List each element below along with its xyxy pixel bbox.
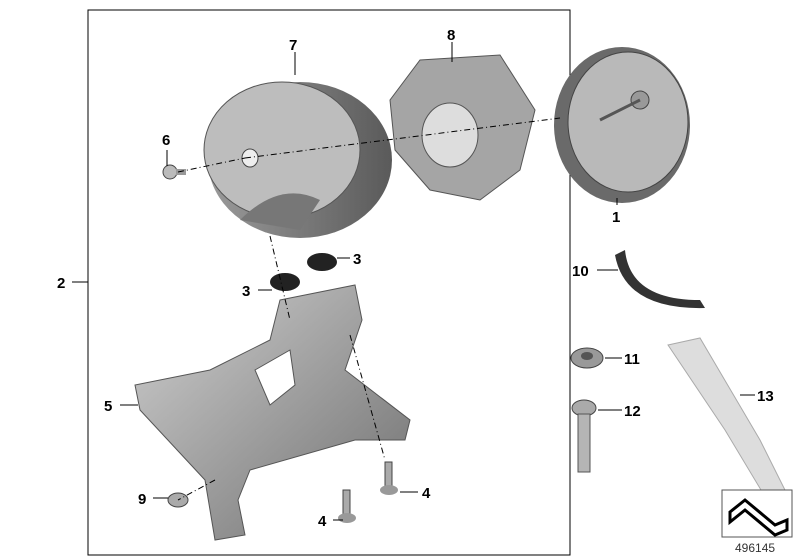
leader-lines [120, 42, 755, 521]
callout-8[interactable]: 8 [447, 27, 455, 44]
callout-9[interactable]: 9 [138, 491, 146, 508]
callout-4a[interactable]: 4 [422, 485, 431, 502]
part-1-instrument[interactable] [554, 47, 690, 203]
part-12-bolt[interactable] [571, 399, 597, 473]
callout-5[interactable]: 5 [104, 398, 112, 415]
callout-1[interactable]: 1 [612, 209, 620, 226]
callout-10[interactable]: 10 [572, 263, 589, 280]
reference-number: 496145 [735, 541, 775, 555]
callout-2[interactable]: 2 [57, 275, 65, 292]
part-8-inner-frame[interactable] [389, 54, 536, 201]
callout-7[interactable]: 7 [289, 37, 297, 54]
callout-4b[interactable]: 4 [318, 513, 327, 530]
part-4-screws[interactable] [338, 461, 398, 523]
callout-11[interactable]: 11 [624, 351, 640, 368]
callout-6[interactable]: 6 [162, 132, 170, 149]
callout-3a[interactable]: 3 [353, 251, 361, 268]
part-11-spacer[interactable] [570, 347, 604, 369]
part-7-housing[interactable] [203, 81, 392, 238]
reference-icon-box [721, 489, 793, 538]
callout-13[interactable]: 13 [757, 388, 774, 405]
part-6-screw[interactable] [162, 164, 186, 180]
part-10-clip[interactable] [615, 250, 705, 309]
part-13-pad[interactable] [667, 337, 791, 506]
arrow-icon [728, 498, 789, 537]
part-3-grommets[interactable] [270, 253, 337, 291]
part-5-bracket[interactable] [134, 284, 411, 541]
callout-12[interactable]: 12 [624, 403, 641, 420]
callout-3b[interactable]: 3 [242, 283, 250, 300]
